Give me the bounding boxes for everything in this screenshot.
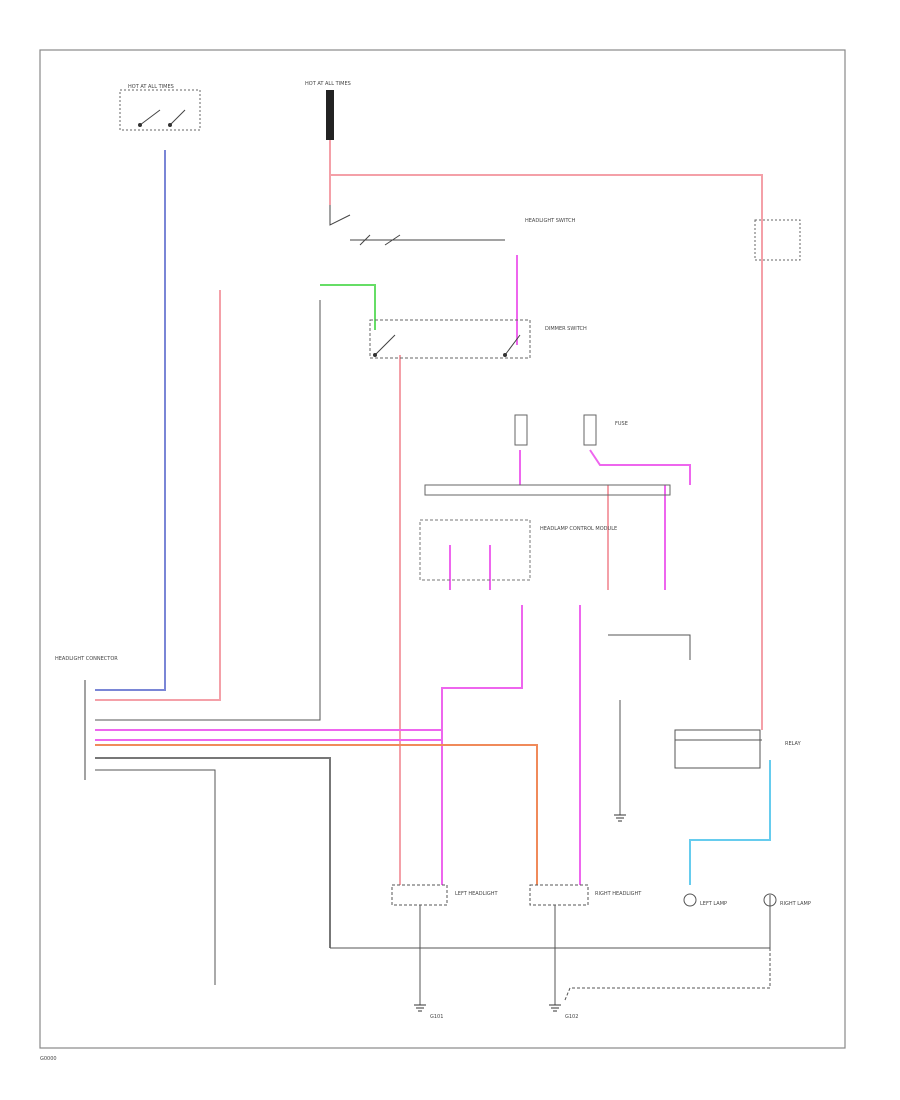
wire-thin-6 <box>608 634 691 660</box>
right-lamp-label: RIGHT LAMP <box>780 901 811 907</box>
ground-right-label: G102 <box>565 1014 578 1020</box>
ground-left-label: G101 <box>430 1014 443 1020</box>
footer-code: G0000 <box>40 1056 57 1062</box>
headlamp-control-module: HEADLAMP CONTROL MODULE <box>419 484 671 581</box>
wire-red-left <box>95 290 221 701</box>
connector-label: HEADLIGHT CONNECTOR <box>55 656 118 662</box>
top-left-switch-label: HOT AT ALL TIMES <box>128 84 174 90</box>
wire-red-top <box>329 140 763 730</box>
left-lamp: LEFT LAMP <box>683 893 727 907</box>
wire-blue <box>95 150 166 691</box>
left-lamp-label: LEFT LAMP <box>700 901 727 907</box>
wire-lightblue <box>689 760 771 885</box>
module-label: HEADLAMP CONTROL MODULE <box>540 526 617 532</box>
wire-orange <box>95 744 538 885</box>
fuse-label: FUSE <box>615 421 628 427</box>
ground-right: G102 <box>549 1004 578 1020</box>
diagram-frame <box>39 49 846 1049</box>
right-headlight: RIGHT HEADLIGHT <box>529 884 642 906</box>
left-headlight: LEFT HEADLIGHT <box>391 884 498 906</box>
headlight-switch: HEADLIGHT SWITCH <box>329 205 576 246</box>
wire-thin-2 <box>95 769 216 985</box>
wire-pink-fuse2 <box>589 449 691 485</box>
connector-block: HEADLIGHT CONNECTOR <box>55 656 118 780</box>
top-left-switch: HOT AT ALL TIMES <box>119 84 201 131</box>
right-headlight-label: RIGHT HEADLIGHT <box>595 891 642 897</box>
wire-pink-main <box>441 605 523 885</box>
wire-green <box>320 284 376 330</box>
headlight-switch-label: HEADLIGHT SWITCH <box>525 218 576 224</box>
dimmer-switch: DIMMER SWITCH <box>369 319 587 359</box>
ground-relay <box>614 814 626 822</box>
dimmer-switch-label: DIMMER SWITCH <box>545 326 587 332</box>
right-lamp: RIGHT LAMP <box>763 893 811 907</box>
wire-thin-1 <box>95 300 321 721</box>
relay-label: RELAY <box>785 741 802 747</box>
ground-left: G101 <box>414 1004 443 1020</box>
left-headlight-label: LEFT HEADLIGHT <box>455 891 498 897</box>
relay: RELAY <box>674 729 802 769</box>
wire-dashed <box>564 948 771 1001</box>
wire-gray <box>95 757 331 948</box>
power-source-label: HOT AT ALL TIMES <box>305 81 351 87</box>
power-source: HOT AT ALL TIMES <box>305 81 351 140</box>
fuse-top-right <box>754 219 801 261</box>
fuse-left <box>514 414 528 446</box>
fuse-right: FUSE <box>583 414 628 446</box>
